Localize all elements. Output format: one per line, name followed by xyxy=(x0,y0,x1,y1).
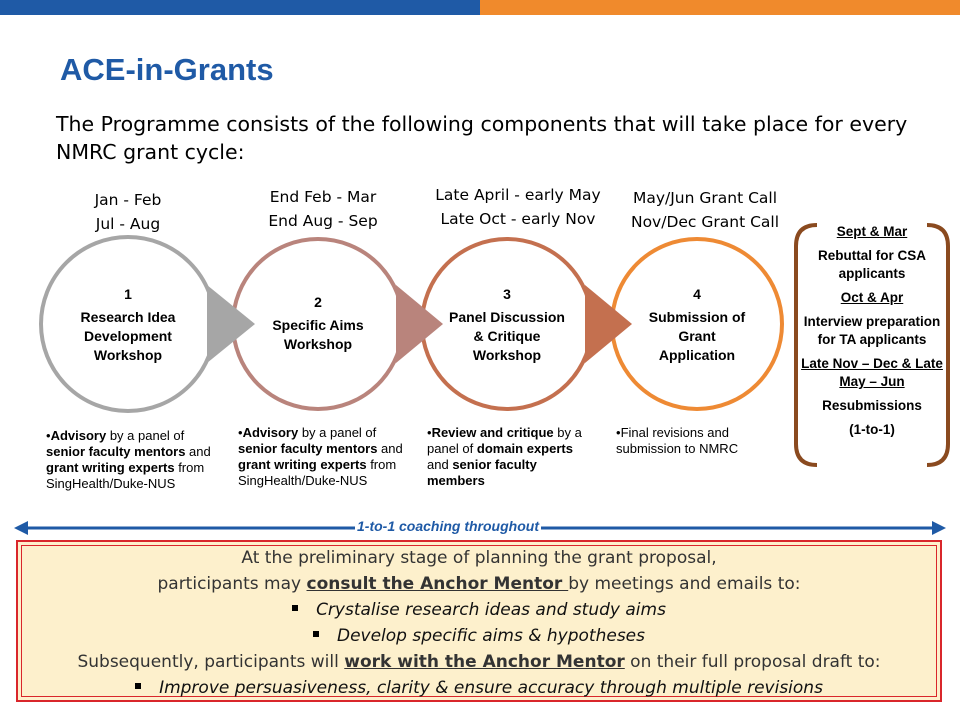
desc-1-bold-2: senior faculty mentors xyxy=(46,444,186,459)
bottom-line-1: At the preliminary stage of planning the… xyxy=(241,548,717,568)
bottom-line-2b: consult the Anchor Mentor xyxy=(306,574,569,594)
side-text-2: Interview preparation for TA applicants xyxy=(803,314,941,347)
stage-1-description: •Advisory by a panel of senior faculty m… xyxy=(46,428,211,491)
desc-3-bold-2: domain experts xyxy=(476,441,573,456)
stage-1-label: 1 Research Idea Development Workshop xyxy=(63,286,193,365)
desc-3-bold-3: senior faculty members xyxy=(427,457,537,488)
stage-1-label-line-2: Development xyxy=(84,328,172,344)
stage-1-label-line-3: Workshop xyxy=(93,347,163,363)
stage-flow-diagram xyxy=(39,235,784,413)
desc-2-text-2: and xyxy=(377,441,403,456)
side-schedule-box: Sept & Mar Rebuttal for CSA applicants O… xyxy=(796,223,948,465)
stage-1-circle xyxy=(39,235,255,413)
stage-2-label-line-2: Workshop xyxy=(283,336,353,352)
desc-2-bold-1: Advisory xyxy=(242,425,299,440)
desc-1-text-3: from SingHealth/Duke-NUS xyxy=(46,460,205,491)
bottom-bullet-3-text: Improve persuasiveness, clarity & ensure… xyxy=(159,678,823,698)
side-text-1: Rebuttal for CSA applicants xyxy=(818,248,926,281)
anchor-mentor-box: At the preliminary stage of planning the… xyxy=(16,540,942,702)
stage-3-label-line-1: Panel Discussion xyxy=(449,309,565,325)
bullet-icon xyxy=(135,683,142,689)
bottom-bullet-1-text: Crystalise research ideas and study aims xyxy=(316,600,666,620)
stage-4-label: 4 Submission of Grant Application xyxy=(632,286,762,365)
desc-1-bold-3: grant writing experts xyxy=(46,460,175,475)
desc-4-text-1: Final revisions and submission to NMRC xyxy=(616,425,739,456)
stage-3-label: 3 Panel Discussion & Critique Workshop xyxy=(440,286,574,365)
stage-1-number: 1 xyxy=(124,286,132,302)
desc-2-text-1: by a panel of xyxy=(298,425,377,440)
side-text-3: Resubmissions xyxy=(822,398,922,413)
stage-1-date-2: Jul - Aug xyxy=(95,215,161,233)
stage-2-date-1: End Feb - Mar xyxy=(269,188,377,206)
bottom-bullet-1: Crystalise research ideas and study aims xyxy=(18,600,940,620)
bottom-line-2a: participants may xyxy=(157,574,307,594)
bottom-line-3: Subsequently, participants will work wit… xyxy=(18,652,940,672)
side-box-brackets xyxy=(794,223,950,467)
desc-2-bold-3: grant writing experts xyxy=(238,457,367,472)
bottom-bullet-3: Improve persuasiveness, clarity & ensure… xyxy=(18,678,940,698)
stage-4-label-line-3: Application xyxy=(658,347,736,363)
bottom-line-3a: Subsequently, participants will xyxy=(77,652,345,672)
stage-2-label: 2 Specific Aims Workshop xyxy=(253,294,383,354)
stage-3-date-1: Late April - early May xyxy=(435,186,601,204)
stage-4-dates: May/Jun Grant Call Nov/Dec Grant Call xyxy=(620,186,790,234)
desc-1-text-1: by a panel of xyxy=(106,428,185,443)
stage-2-description: •Advisory by a panel of senior faculty m… xyxy=(238,425,403,488)
stage-2-label-line-1: Specific Aims xyxy=(272,317,364,333)
side-heading-2: Oct & Apr xyxy=(840,290,904,305)
side-heading-1: Sept & Mar xyxy=(836,224,908,239)
bottom-line-3c: on their full proposal draft to: xyxy=(624,652,881,672)
desc-1-bold-1: Advisory xyxy=(50,428,107,443)
bullet-icon xyxy=(312,631,319,637)
stage-4-number: 4 xyxy=(693,286,701,302)
stage-1-label-line-1: Research Idea xyxy=(80,309,176,325)
bottom-bullet-2-text: Develop specific aims & hypotheses xyxy=(336,626,646,646)
bottom-line-2c: by meetings and emails to: xyxy=(568,574,801,594)
stage-4-description: •Final revisions and submission to NMRC xyxy=(616,425,739,456)
stage-3-date-2: Late Oct - early Nov xyxy=(440,210,596,228)
stage-2-date-2: End Aug - Sep xyxy=(268,212,378,230)
bullet-icon xyxy=(292,605,299,611)
stage-3-label-line-3: Workshop xyxy=(472,347,542,363)
stage-4-label-line-2: Grant xyxy=(678,328,716,344)
stage-1-dates: Jan - Feb Jul - Aug xyxy=(58,188,198,236)
desc-2-text-3: from SingHealth/Duke-NUS xyxy=(238,457,397,488)
stage-3-description: •Review and critique by a panel of domai… xyxy=(427,425,582,488)
stage-3-dates: Late April - early May Late Oct - early … xyxy=(428,183,608,231)
stage-2-number: 2 xyxy=(314,294,322,310)
top-bar-orange xyxy=(480,0,960,15)
side-heading-3: Late Nov – Dec & Late May – Jun xyxy=(801,356,943,389)
bottom-bullet-2: Develop specific aims & hypotheses xyxy=(18,626,940,646)
desc-2-bold-2: senior faculty mentors xyxy=(238,441,378,456)
bottom-line-2: participants may consult the Anchor Ment… xyxy=(18,574,940,594)
desc-3-text-1: by a panel of xyxy=(427,425,582,456)
desc-1-text-2: and xyxy=(185,444,211,459)
desc-3-bold-1: Review and critique xyxy=(431,425,554,440)
top-bar-blue xyxy=(0,0,480,15)
stage-4-label-line-1: Submission of xyxy=(648,309,746,325)
desc-3-text-2: and xyxy=(427,457,453,472)
page-title: ACE-in-Grants xyxy=(60,52,274,87)
stage-3-label-line-2: & Critique xyxy=(473,328,541,344)
stage-4-date-2: Nov/Dec Grant Call xyxy=(630,213,780,231)
anchor-mentor-inner-border xyxy=(21,545,937,697)
bottom-line-3b: work with the Anchor Mentor xyxy=(344,652,625,672)
intro-text: The Programme consists of the following … xyxy=(56,112,908,164)
side-text-4: (1-to-1) xyxy=(849,422,895,437)
stage-2-dates: End Feb - Mar End Aug - Sep xyxy=(248,185,398,233)
stage-1-date-1: Jan - Feb xyxy=(94,191,162,209)
stage-3-number: 3 xyxy=(503,286,511,302)
stage-4-date-1: May/Jun Grant Call xyxy=(632,189,778,207)
coaching-label: 1-to-1 coaching throughout xyxy=(355,518,541,534)
